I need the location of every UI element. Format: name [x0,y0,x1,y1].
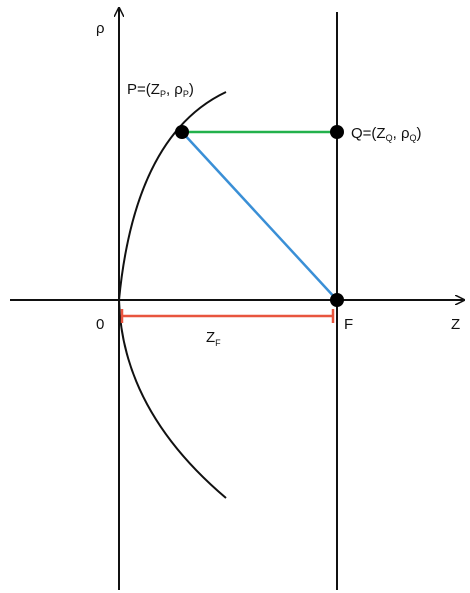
point-f-label: F [344,316,353,333]
point-p [175,125,189,139]
point-q [330,125,344,139]
zf-label: ZF [206,329,221,348]
z-axis-label: Z [451,316,460,333]
segment-p-to-f [181,131,338,301]
point-p-label: P=(ZP, ρP) [127,81,194,99]
parabola-curve [117,91,227,499]
zf-dimension [120,309,335,323]
point-f [330,293,344,307]
rho-axis-label: ρ [96,20,105,37]
origin-label: 0 [96,316,104,333]
point-q-label: Q=(ZQ, ρQ) [351,125,422,143]
